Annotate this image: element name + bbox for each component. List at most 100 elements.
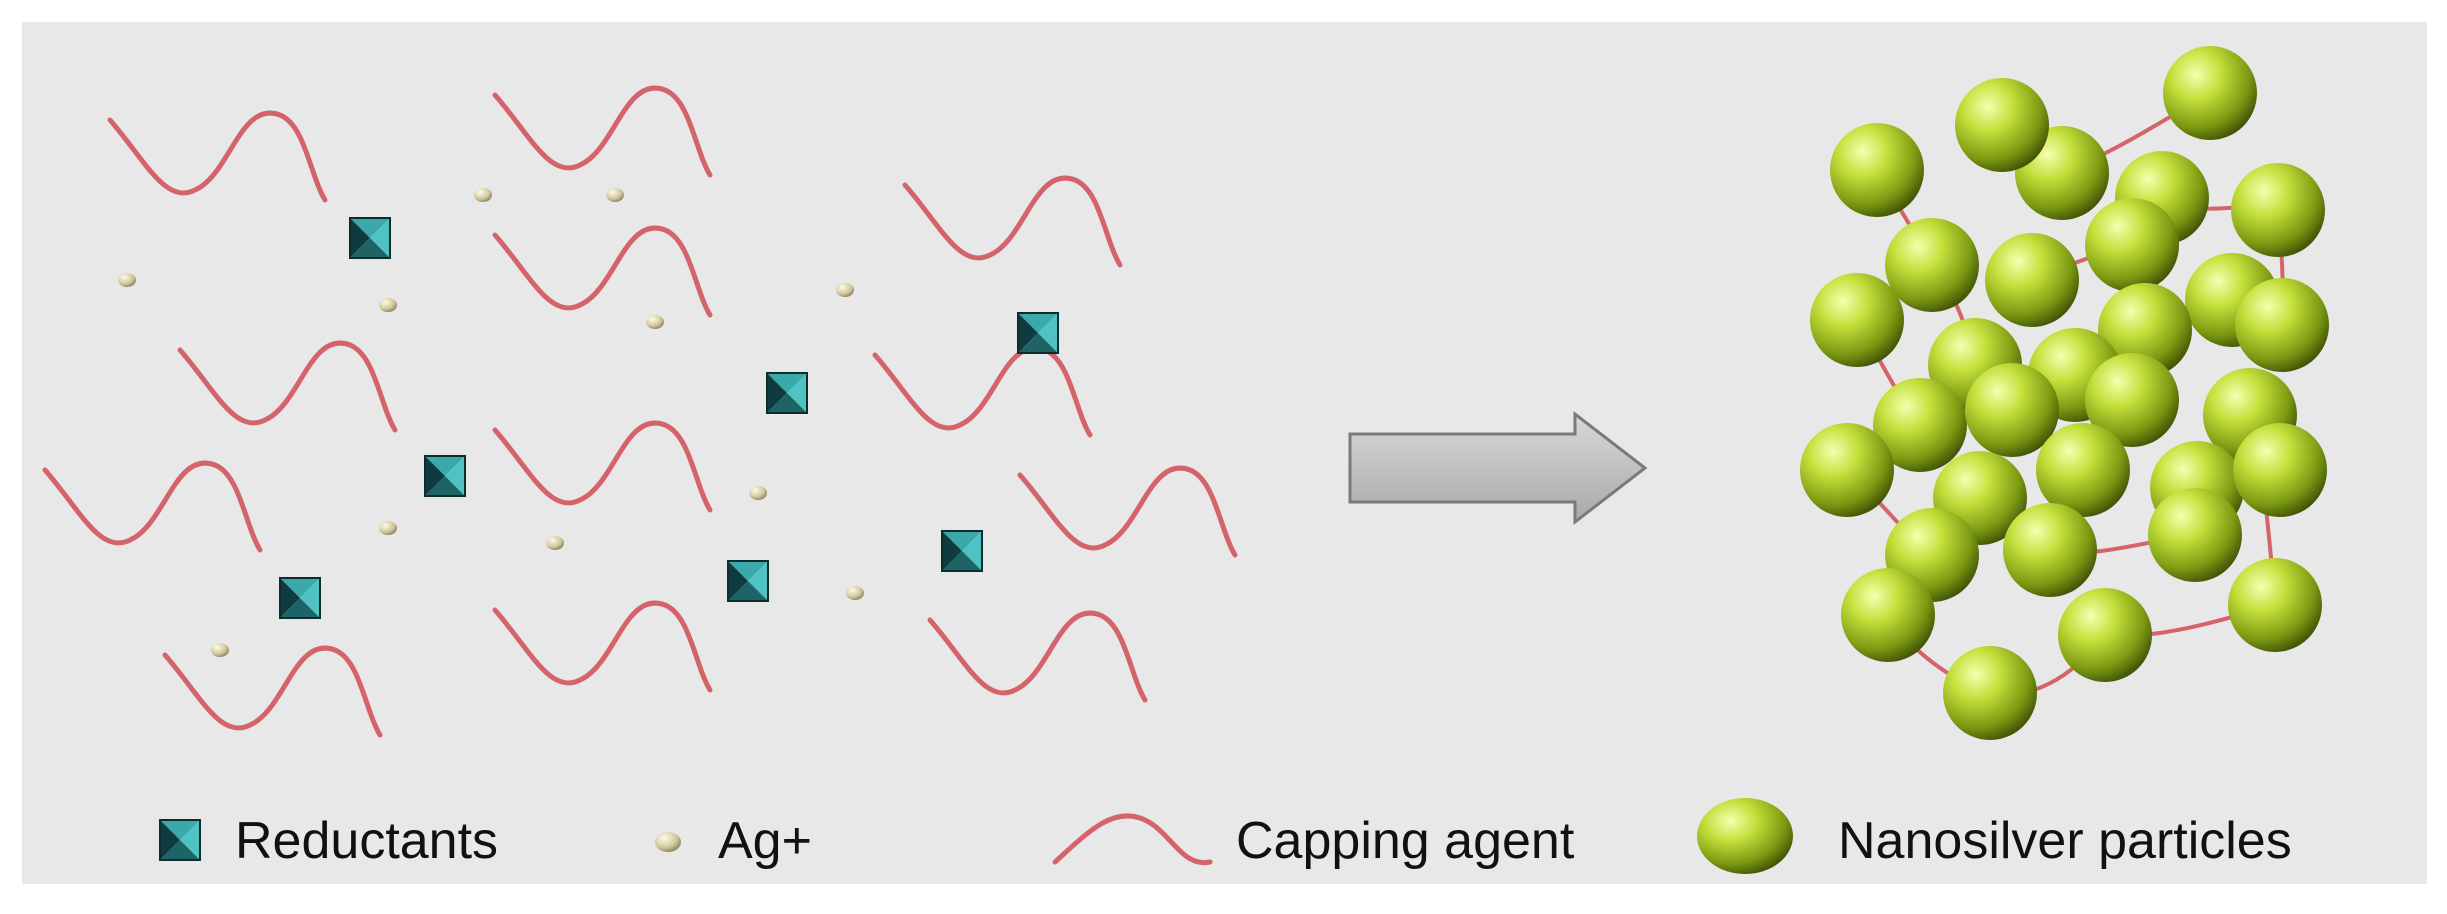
- cube-outline: [424, 455, 466, 497]
- capping-agent-wave: [927, 610, 1148, 703]
- ag-ion-dot: [846, 586, 864, 600]
- ag-ion-dot: [379, 521, 397, 535]
- cube-face-bottom: [728, 581, 768, 601]
- cube-face-top: [160, 820, 200, 840]
- reductant-cube-icon: [279, 577, 321, 619]
- nanosilver-particle: [1955, 78, 2049, 172]
- nanosilver-cluster: [1800, 46, 2329, 740]
- cube-outline: [1017, 312, 1059, 354]
- cube-face-left: [350, 218, 370, 258]
- nanosilver-particle: [2231, 163, 2325, 257]
- capping-agent-wave: [1017, 465, 1238, 558]
- nanosilver-particle: [2003, 503, 2097, 597]
- legend-reductants-label: Reductants: [235, 812, 498, 870]
- nanosilver-particle: [1885, 218, 1979, 312]
- cube-face-bottom: [1018, 333, 1058, 353]
- reductant-cube-icon: [727, 560, 769, 602]
- nanosilver-particle: [2228, 558, 2322, 652]
- cube-outline: [159, 819, 201, 861]
- cube-face-top: [350, 218, 390, 238]
- reductant-cube-icon: [424, 455, 466, 497]
- cube-face-left: [767, 373, 787, 413]
- cube-face-right: [962, 531, 982, 571]
- nanosilver-particle: [1985, 233, 2079, 327]
- cluster-particles: [1800, 46, 2329, 740]
- capping-agent-wave: [872, 345, 1093, 438]
- reductant-group: [279, 217, 1059, 619]
- cube-face-right: [748, 561, 768, 601]
- cube-face-left: [160, 820, 180, 860]
- capping-agent-wave: [902, 175, 1123, 268]
- ag-ion-dot: [749, 486, 767, 500]
- cube-outline: [941, 530, 983, 572]
- cube-face-bottom: [425, 476, 465, 496]
- cube-face-bottom: [767, 393, 807, 413]
- right-arrow-icon: [1348, 410, 1648, 526]
- cube-face-bottom: [942, 551, 982, 571]
- nanosilver-particle: [2036, 423, 2130, 517]
- capping-agent-wave: [492, 420, 713, 513]
- capping-agent-wave: [492, 600, 713, 693]
- reductant-cube-icon: [1017, 312, 1059, 354]
- capping-agent-group: [42, 85, 1238, 738]
- cube-face-right: [370, 218, 390, 258]
- legend-nanosilver-label: Nanosilver particles: [1838, 812, 2292, 870]
- cube-face-right: [180, 820, 200, 860]
- cube-face-bottom: [350, 238, 390, 258]
- nanosilver-particle: [2148, 488, 2242, 582]
- cube-face-top: [728, 561, 768, 581]
- cube-face-left: [1018, 313, 1038, 353]
- reductant-cube-icon: [349, 217, 391, 259]
- ag-ion-dot: [546, 536, 564, 550]
- cube-face-bottom: [280, 598, 320, 618]
- cube-outline: [727, 560, 769, 602]
- capping-agent-wave: [107, 110, 328, 203]
- nanosilver-particle: [1943, 646, 2037, 740]
- reductant-cube-icon: [766, 372, 808, 414]
- cube-face-left: [942, 531, 962, 571]
- legend: Reductants Ag+ Capping agent Nanosilver …: [159, 798, 2292, 874]
- nanosilver-particle: [2085, 353, 2179, 447]
- ag-ion-dot: [646, 315, 664, 329]
- cube-face-left: [425, 456, 445, 496]
- legend-capping-agent-label: Capping agent: [1236, 812, 1575, 870]
- nanosilver-particle: [2163, 46, 2257, 140]
- nanosilver-particle: [2085, 198, 2179, 292]
- nanosilver-particle: [2233, 423, 2327, 517]
- legend-reductant-icon: [159, 819, 201, 861]
- cube-face-top: [942, 531, 982, 551]
- capping-agent-wave: [492, 225, 713, 318]
- nanosilver-particle: [1830, 123, 1924, 217]
- cube-face-left: [280, 578, 300, 618]
- nanosilver-particle: [2235, 278, 2329, 372]
- cube-face-right: [445, 456, 465, 496]
- legend-capping-agent-icon: [1052, 813, 1213, 866]
- ag-ion-dot: [606, 188, 624, 202]
- cube-face-right: [1038, 313, 1058, 353]
- ag-ion-group: [118, 188, 864, 657]
- cube-outline: [766, 372, 808, 414]
- ag-ion-dot: [474, 188, 492, 202]
- cube-face-top: [425, 456, 465, 476]
- cube-outline: [349, 217, 391, 259]
- ag-ion-dot: [211, 643, 229, 657]
- nanosilver-particle: [2058, 588, 2152, 682]
- ag-ion-dot: [118, 273, 136, 287]
- cube-face-top: [1018, 313, 1058, 333]
- nanosilver-particle: [1841, 568, 1935, 662]
- legend-nanosilver-icon: [1697, 798, 1793, 874]
- ag-ion-dot: [379, 298, 397, 312]
- nanosilver-particle: [1810, 273, 1904, 367]
- nanosilver-particle: [1873, 378, 1967, 472]
- capping-agent-wave: [42, 460, 263, 553]
- cube-face-right: [787, 373, 807, 413]
- cube-face-left: [728, 561, 748, 601]
- cube-outline: [279, 577, 321, 619]
- reductant-cube-icon: [159, 819, 201, 861]
- cube-face-top: [767, 373, 807, 393]
- cube-face-bottom: [160, 840, 200, 860]
- ag-ion-dot: [836, 283, 854, 297]
- nanosilver-particle: [1965, 363, 2059, 457]
